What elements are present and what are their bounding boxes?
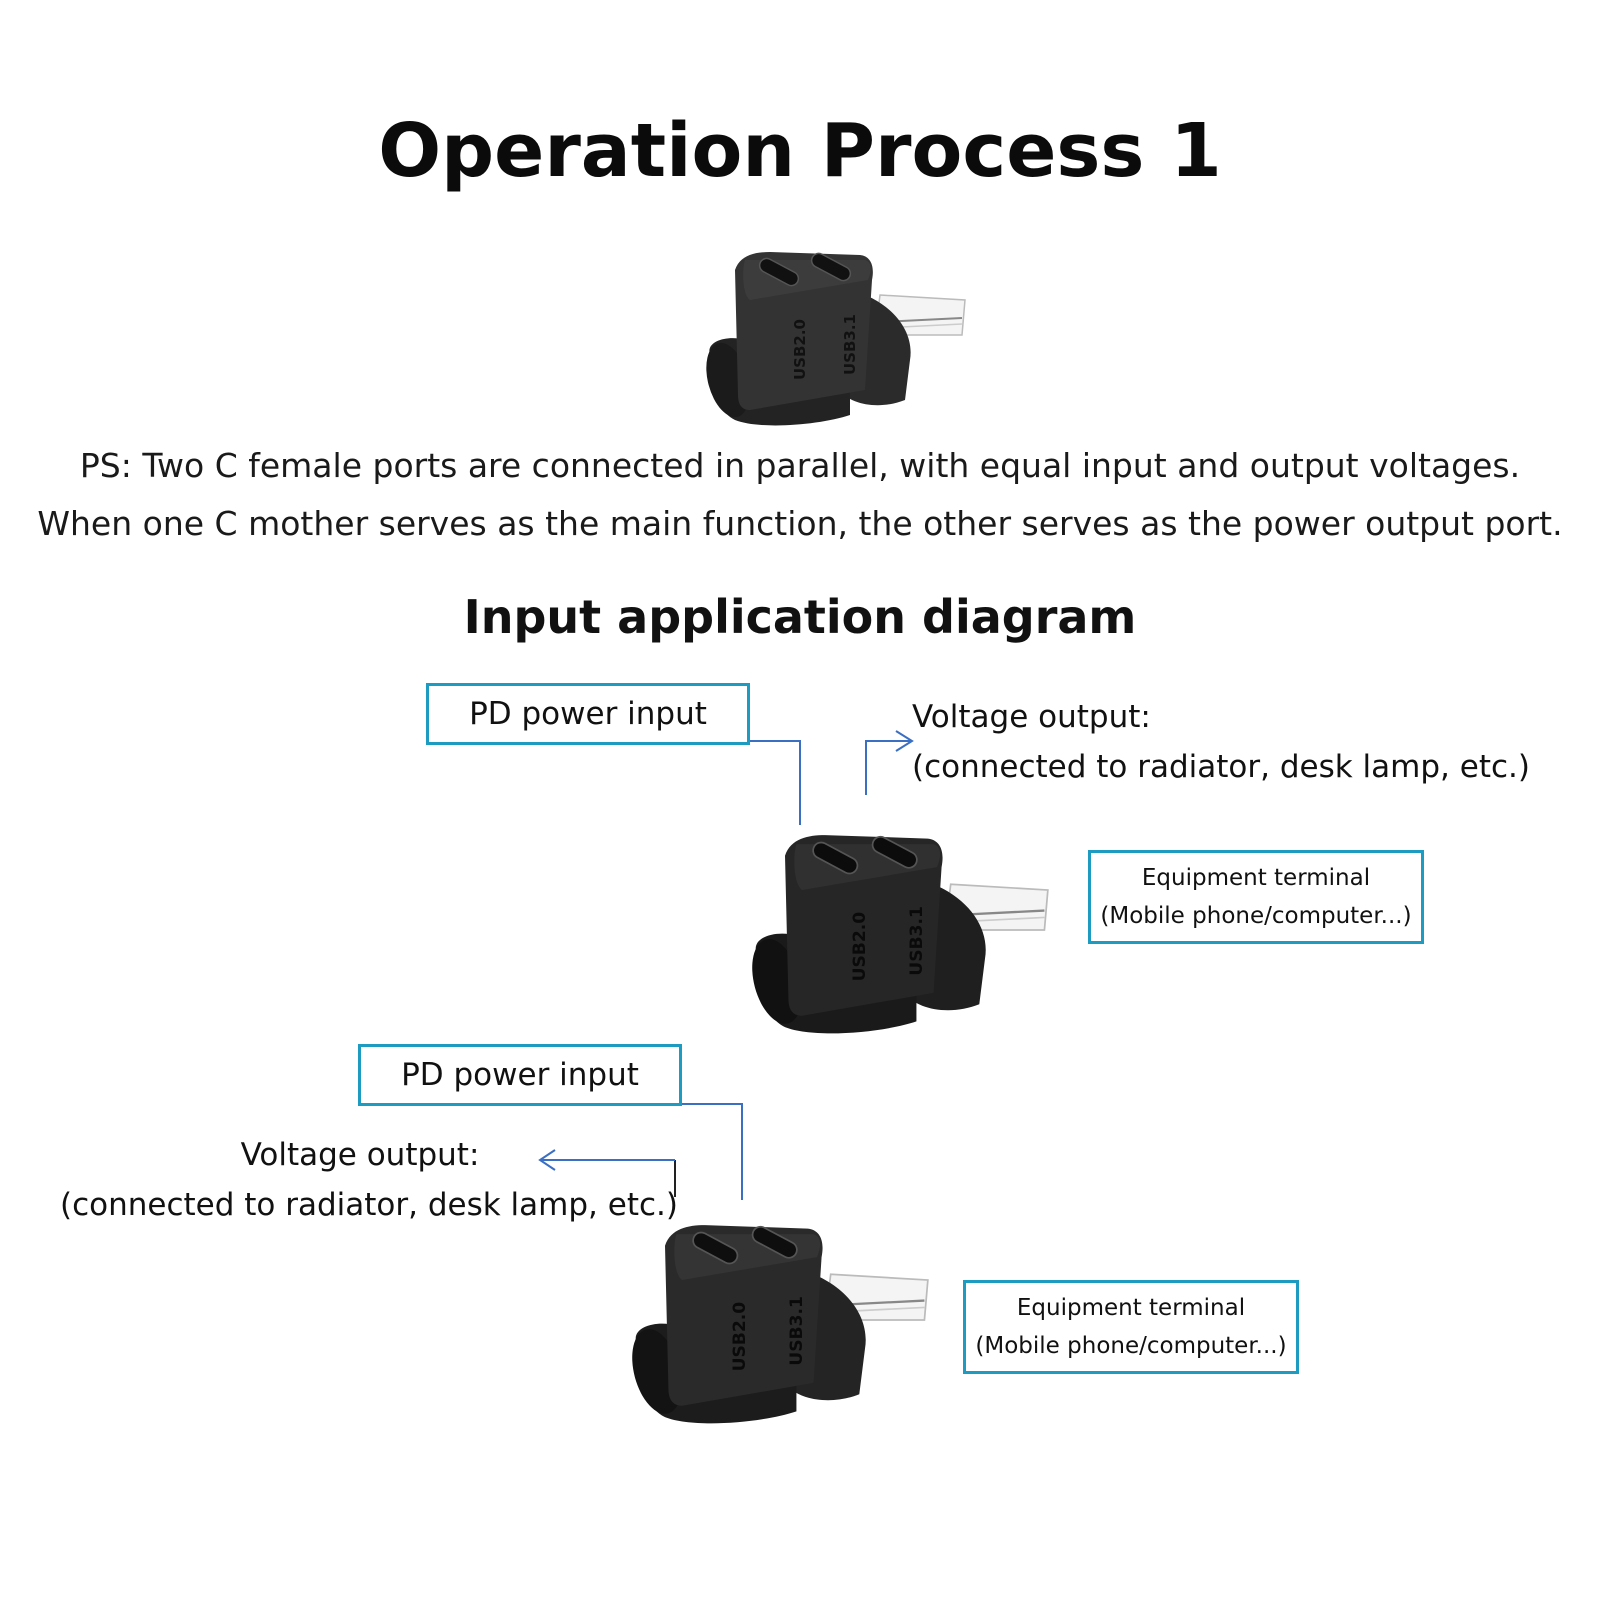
equipment-terminal-title-1: Equipment terminal xyxy=(1141,865,1371,891)
equipment-terminal-box-2: Equipment terminal (Mobile phone/compute… xyxy=(963,1280,1299,1374)
adapter-image-2: USB2.0 USB3.1 xyxy=(632,1225,929,1424)
pd-input-connector-1 xyxy=(748,740,801,825)
voltage-output-connector-1 xyxy=(865,740,910,795)
pd-power-input-label-2: PD power input xyxy=(401,1057,639,1093)
port-label-usb20: USB2.0 xyxy=(791,319,809,380)
adapter-image-1: USB2.0 USB3.1 xyxy=(752,835,1049,1034)
arrow-right-icon xyxy=(895,730,914,752)
voltage-output-label-1: Voltage output: (connected to radiator, … xyxy=(912,692,1530,792)
voltage-output-detail-2: (connected to radiator, desk lamp, etc.) xyxy=(60,1187,678,1223)
port-label-usb31: USB3.1 xyxy=(907,906,927,976)
port-label-usb20: USB2.0 xyxy=(850,912,870,982)
pd-power-input-box-1: PD power input xyxy=(426,683,750,745)
voltage-output-label-2: Voltage output: (connected to radiator, … xyxy=(60,1130,678,1230)
equipment-terminal-title-2: Equipment terminal xyxy=(1016,1295,1246,1321)
voltage-output-title-1: Voltage output: xyxy=(912,699,1151,735)
port-label-usb31: USB3.1 xyxy=(787,1296,807,1366)
page-title: Operation Process 1 xyxy=(378,108,1222,194)
voltage-output-detail-1: (connected to radiator, desk lamp, etc.) xyxy=(912,749,1530,785)
adapter-image-top: USB2.0 USB3.1 xyxy=(706,252,966,426)
section-title: Input application diagram xyxy=(463,590,1137,644)
port-label-usb20: USB2.0 xyxy=(730,1302,750,1372)
pd-input-connector-2 xyxy=(680,1103,743,1200)
arrow-left-icon xyxy=(538,1149,556,1171)
pd-power-input-label-1: PD power input xyxy=(469,696,707,732)
note-line-2: When one C mother serves as the main fun… xyxy=(37,504,1563,543)
voltage-output-title-2: Voltage output: xyxy=(240,1137,480,1173)
pd-power-input-box-2: PD power input xyxy=(358,1044,682,1106)
port-label-usb31: USB3.1 xyxy=(841,314,859,375)
note-line-1: PS: Two C female ports are connected in … xyxy=(79,446,1521,485)
equipment-terminal-box-1: Equipment terminal (Mobile phone/compute… xyxy=(1088,850,1424,944)
equipment-terminal-detail-2: (Mobile phone/computer...) xyxy=(975,1333,1287,1359)
equipment-terminal-detail-1: (Mobile phone/computer...) xyxy=(1100,903,1412,929)
